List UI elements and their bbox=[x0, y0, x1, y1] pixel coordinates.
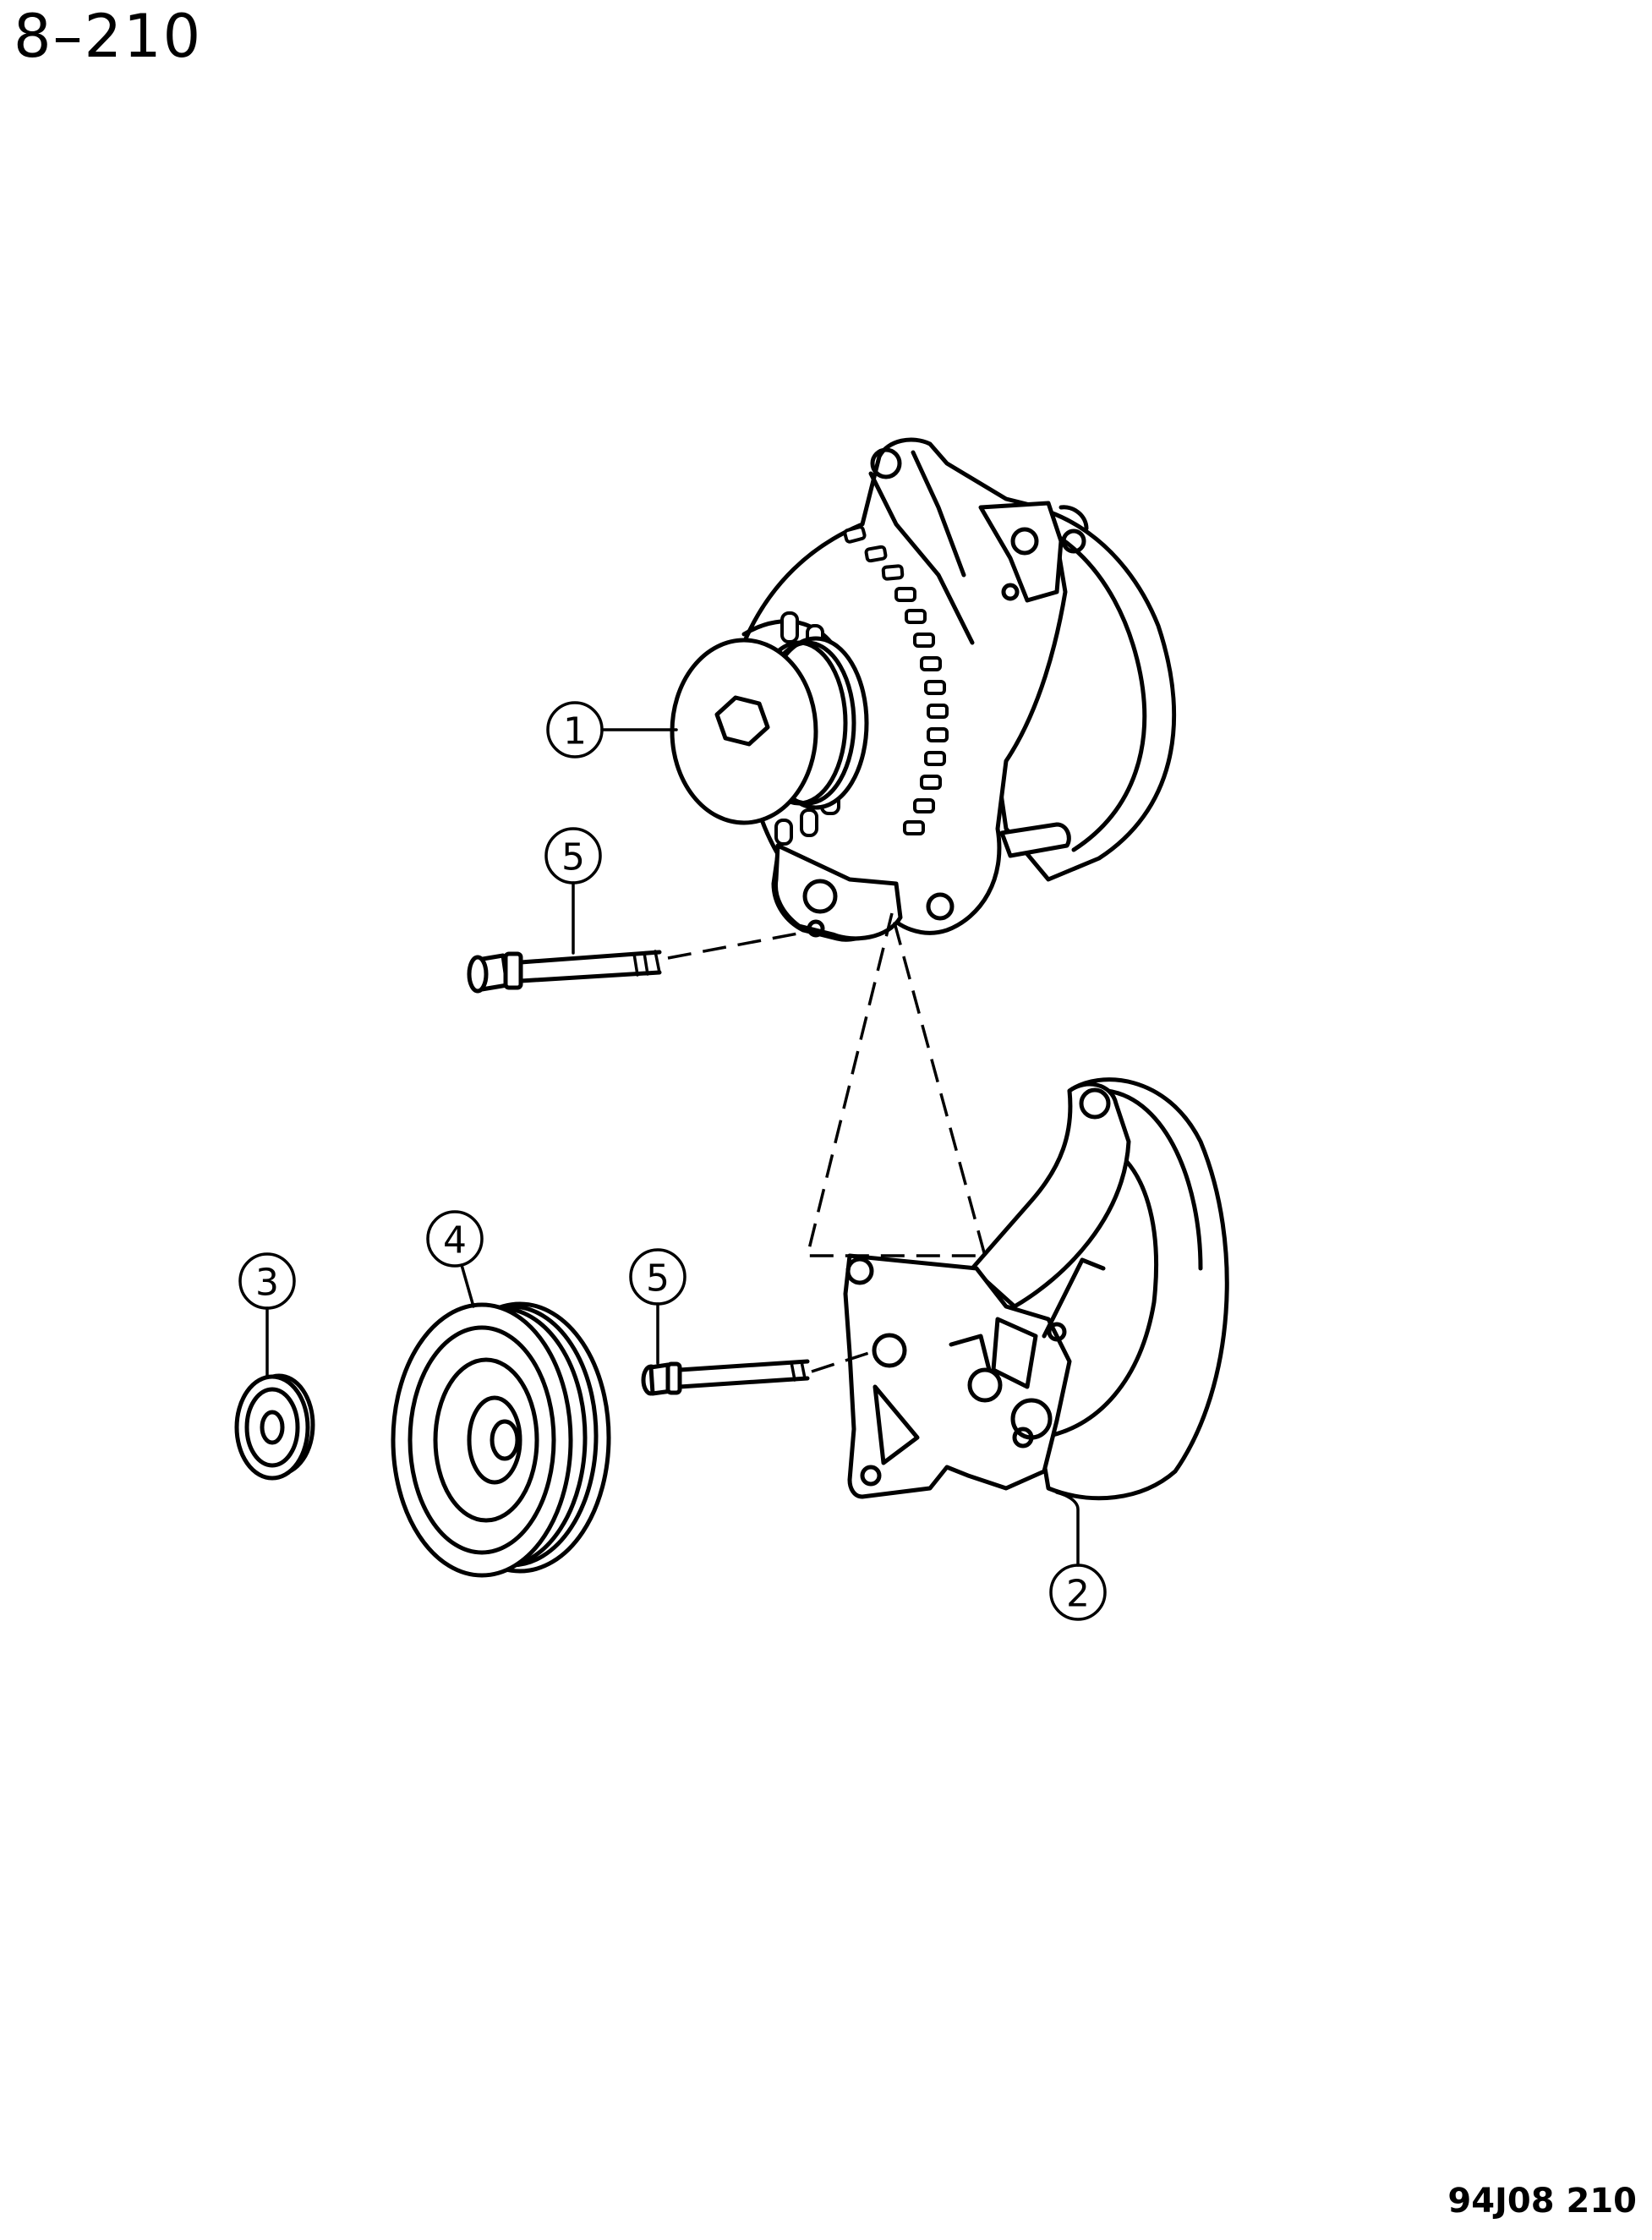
vent-slots bbox=[843, 525, 949, 835]
alternator-drawing bbox=[670, 437, 1177, 942]
upper-bolt-drawing bbox=[467, 950, 662, 994]
pulley-drawing bbox=[391, 1301, 611, 1578]
callout-5-upper: 5 bbox=[561, 836, 585, 879]
callout-5-lower: 5 bbox=[646, 1257, 670, 1301]
callout-3: 3 bbox=[255, 1262, 279, 1305]
upper-bolt-leader bbox=[667, 928, 817, 960]
bracket-drawing bbox=[843, 1077, 1229, 1501]
callout-4: 4 bbox=[443, 1219, 467, 1262]
callouts: 1 5 3 4 5 2 bbox=[238, 701, 1107, 1621]
callout-4-leader bbox=[460, 1263, 475, 1308]
lower-bolt-drawing bbox=[641, 1359, 810, 1396]
callout-2-leader bbox=[1055, 1491, 1080, 1567]
alignment-guide bbox=[805, 907, 987, 1257]
figure-code: 94J08 210 bbox=[1447, 2182, 1637, 2221]
lower-bolt-leader bbox=[811, 1348, 880, 1373]
callout-2: 2 bbox=[1066, 1573, 1090, 1616]
page-number: 8–210 bbox=[14, 2, 203, 71]
callout-4-circle bbox=[426, 1210, 484, 1268]
callout-1: 1 bbox=[563, 710, 587, 753]
washer-drawing bbox=[234, 1373, 315, 1481]
